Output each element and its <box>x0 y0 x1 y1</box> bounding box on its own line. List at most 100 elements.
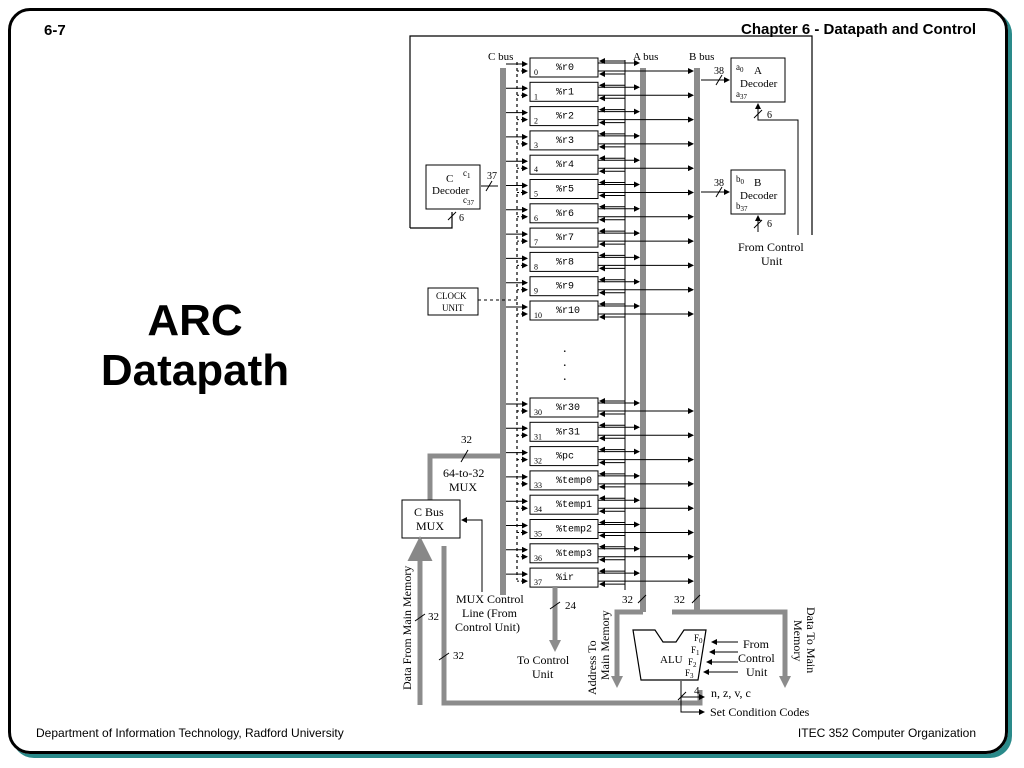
register-index: 6 <box>534 214 538 223</box>
register-box <box>529 203 599 224</box>
register-box <box>529 470 599 491</box>
c-bus-mux-label-1: C Bus <box>414 505 444 519</box>
register-name: %r8 <box>556 257 574 268</box>
register-index: 4 <box>534 165 538 174</box>
a-decoder-control-line <box>755 103 799 235</box>
b-decoder-ctrl-width: 6 <box>767 219 772 230</box>
register-box <box>529 179 599 199</box>
data-from-memory-width: 32 <box>428 611 439 623</box>
register-index: 1 <box>534 92 538 101</box>
register-index: 3 <box>534 141 538 150</box>
footer-department: Department of Information Technology, Ra… <box>36 726 344 740</box>
alu-feedback-slash <box>438 652 450 661</box>
title-line-2: Datapath <box>100 346 290 395</box>
register-file: 0%r01%r12%r23%r34%r45%r56%r67%r78%r89%r9… <box>506 57 694 590</box>
footer-course: ITEC 352 Computer Organization <box>797 726 976 740</box>
register-index: 8 <box>534 262 538 271</box>
register-box <box>529 446 599 467</box>
set-cc-label: Set Condition Codes <box>710 705 810 719</box>
c-decoder-in1: c1 <box>463 168 471 180</box>
register-box <box>529 81 599 102</box>
alu-f2: F2 <box>688 657 697 669</box>
alu <box>632 629 707 681</box>
data-to-memory-label-1: Data To Main <box>804 607 818 673</box>
decoder-control-line <box>409 35 813 235</box>
c-decoder <box>425 164 481 210</box>
register-name: %ir <box>556 572 574 584</box>
clock-unit <box>427 287 479 316</box>
a-decoder-ctrl-slash <box>753 109 763 119</box>
register-name: %r6 <box>556 209 574 220</box>
from-control-alu-3: Unit <box>746 665 768 679</box>
slide-number: 6-7 <box>44 22 66 39</box>
mux-width: 32 <box>461 434 472 446</box>
register-box <box>529 494 599 515</box>
mux-control-label-2: Line (From <box>462 606 518 620</box>
register-name: %r4 <box>556 160 574 171</box>
c-decoder-feedback-line <box>410 212 453 229</box>
mux64-label-1: 64-to-32 <box>443 466 484 480</box>
a-decoder-ctrl-width: 6 <box>767 110 772 121</box>
data-to-memory-bus <box>697 609 788 676</box>
register-index: 9 <box>534 287 538 296</box>
cc-flags: n, z, v, c <box>711 686 751 700</box>
b-decoder-ctrl-slash <box>753 219 763 229</box>
register-name: %r3 <box>556 136 574 147</box>
a-width-slash <box>637 594 647 604</box>
b-decoder-label-1: B <box>754 177 761 189</box>
register-name: %r31 <box>556 427 580 438</box>
from-control-alu-2: Control <box>738 651 775 665</box>
register-index: 35 <box>534 530 542 539</box>
b-decoder <box>730 169 786 215</box>
slide-title: ARC Datapath <box>60 296 330 396</box>
register-name: %temp0 <box>556 476 592 487</box>
register-box <box>529 519 599 539</box>
mux-control-label-1: MUX Control <box>456 592 524 606</box>
register-name: %r5 <box>556 185 574 196</box>
register-box <box>529 227 599 248</box>
register-index: 32 <box>534 457 542 466</box>
register-name: %temp3 <box>556 549 592 560</box>
register-index: 5 <box>534 190 538 199</box>
register-index: 31 <box>534 432 542 441</box>
register-box <box>529 251 599 272</box>
title-line-1: ARC <box>147 296 243 345</box>
register-name: %r10 <box>556 306 580 317</box>
b-decoder-in0: b0 <box>736 174 745 186</box>
alu-label: ALU <box>660 654 683 666</box>
register-name: %r9 <box>556 282 574 293</box>
b-decoder-in37: b37 <box>736 201 748 213</box>
mux-control-label-3: Control Unit) <box>455 620 520 634</box>
register-box <box>529 57 599 78</box>
ellipsis-dot-3: . <box>563 369 567 384</box>
register-index: 2 <box>534 117 538 126</box>
ellipsis-dot-2: . <box>563 355 567 370</box>
register-name: %r7 <box>556 233 574 244</box>
to-control-arrow <box>549 640 561 652</box>
b-decoder-label-2: Decoder <box>740 190 778 202</box>
a-decoder-in0: a0 <box>736 62 744 74</box>
register-name: %r2 <box>556 112 574 123</box>
register-box <box>529 154 599 175</box>
ellipsis-dot-1: . <box>563 341 567 356</box>
from-control-alu-1: From <box>743 637 770 651</box>
register-box <box>529 276 599 297</box>
mux-control-line <box>461 517 483 592</box>
data-from-memory-slash <box>414 613 426 622</box>
clock-unit-label-1: CLOCK <box>436 291 467 301</box>
address-label-1: Address To <box>585 640 599 695</box>
c-decoder-label-1: C <box>446 173 453 185</box>
a-decoder-width-slash <box>715 74 723 86</box>
b-decoder-width: 38 <box>714 178 724 189</box>
data-from-memory-label: Data From Main Memory <box>400 566 414 690</box>
b-bus-label: B bus <box>689 51 714 63</box>
register-box <box>529 567 599 588</box>
slide-frame <box>8 8 1008 754</box>
c-decoder-width: 37 <box>487 171 497 182</box>
from-control-top-2: Unit <box>761 254 783 268</box>
register-index: 37 <box>534 578 542 587</box>
c-decoder-width-slash <box>485 180 493 192</box>
c-decoder-ctrl-width: 6 <box>459 213 464 224</box>
register-name: %r0 <box>556 63 574 74</box>
